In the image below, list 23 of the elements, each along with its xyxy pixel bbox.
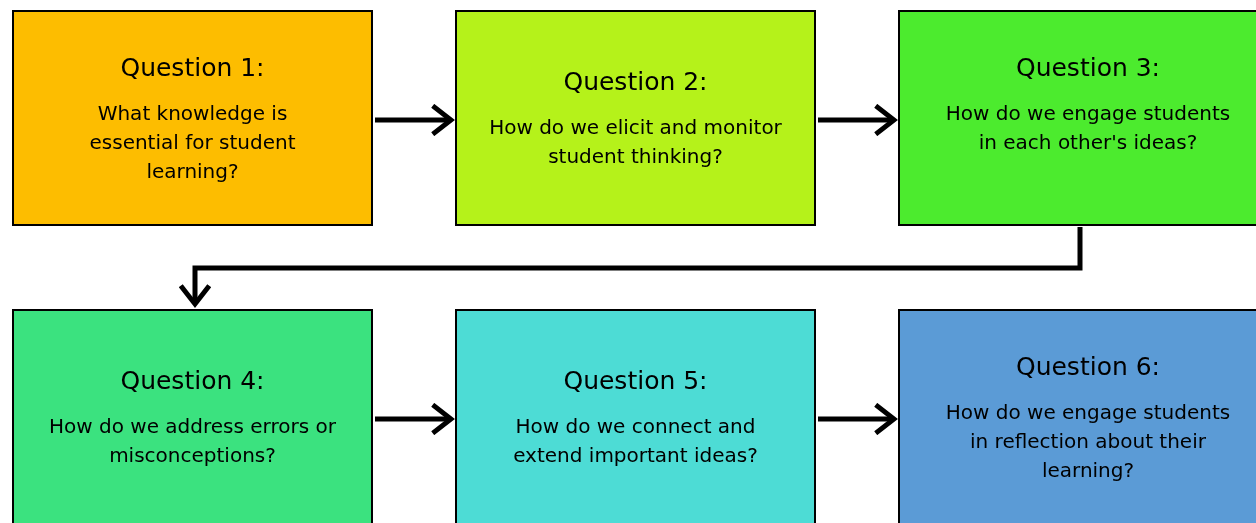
question-box bbox=[12, 309, 373, 523]
question-box bbox=[12, 10, 373, 226]
question-heading: Question 4: bbox=[120, 365, 265, 397]
question-box bbox=[898, 309, 1256, 523]
question-heading: Question 3: bbox=[1015, 52, 1161, 84]
question-text: How do we connect and extend important ideas? bbox=[512, 413, 759, 470]
arrow bbox=[818, 103, 897, 137]
question-text: How do we address errors or misconceptions? bbox=[48, 413, 337, 470]
arrow bbox=[375, 103, 454, 137]
question-heading: Question 2: bbox=[563, 66, 708, 98]
question-box bbox=[455, 309, 816, 523]
arrow bbox=[178, 227, 1083, 307]
question-text: What knowledge is essential for student learning? bbox=[88, 100, 297, 186]
arrow bbox=[818, 402, 897, 436]
question-heading: Question 1: bbox=[120, 52, 265, 84]
question-heading: Question 6: bbox=[1015, 351, 1161, 383]
question-heading: Question 5: bbox=[563, 365, 708, 397]
question-box bbox=[455, 10, 816, 226]
question-text: How do we elicit and monitor student thinking? bbox=[488, 114, 783, 171]
arrow bbox=[375, 402, 454, 436]
question-text: How do we engage students in reflection about their learning? bbox=[944, 399, 1232, 485]
question-text: How do we engage students in each other's ideas? bbox=[944, 100, 1232, 157]
question-box bbox=[898, 10, 1256, 226]
